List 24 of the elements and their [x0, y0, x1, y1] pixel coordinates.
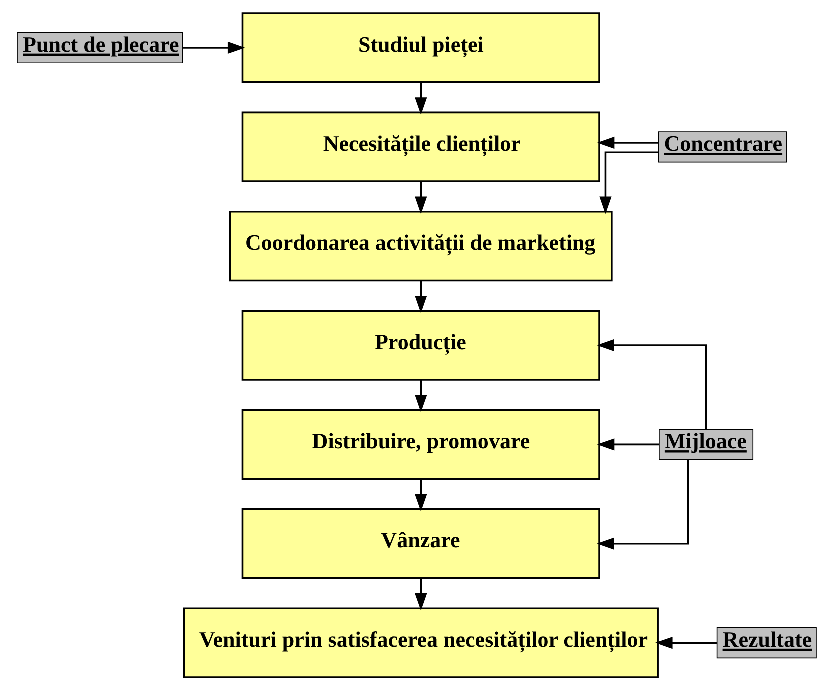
- node-box: Venituri prin satisfacerea necesităților clienților: [182, 608, 658, 678]
- node-box: Mijloace: [658, 429, 754, 460]
- arrow: [654, 636, 716, 650]
- arrow: [596, 460, 689, 550]
- node-box: Vânzare: [241, 508, 600, 580]
- arrow: [414, 479, 427, 512]
- arrow: [599, 152, 658, 214]
- node-box: Rezultate: [716, 627, 816, 659]
- arrow: [414, 281, 427, 314]
- arrow: [596, 136, 658, 150]
- arrow: [596, 438, 659, 451]
- node-box: Coordonarea activității de marketing: [228, 210, 612, 282]
- arrow: [414, 182, 427, 214]
- node-box: Necesitățile clienților: [241, 112, 600, 182]
- arrow: [414, 380, 427, 413]
- node-box: Distribuire, promovare: [241, 409, 600, 480]
- arrow: [414, 82, 427, 115]
- arrow: [596, 339, 707, 430]
- arrow: [414, 578, 427, 611]
- node-box: Producție: [241, 310, 600, 381]
- node-box: Concentrare: [658, 132, 787, 163]
- arrow: [182, 42, 245, 54]
- node-box: Studiul pieței: [241, 12, 600, 84]
- node-box: Punct de plecare: [16, 32, 183, 64]
